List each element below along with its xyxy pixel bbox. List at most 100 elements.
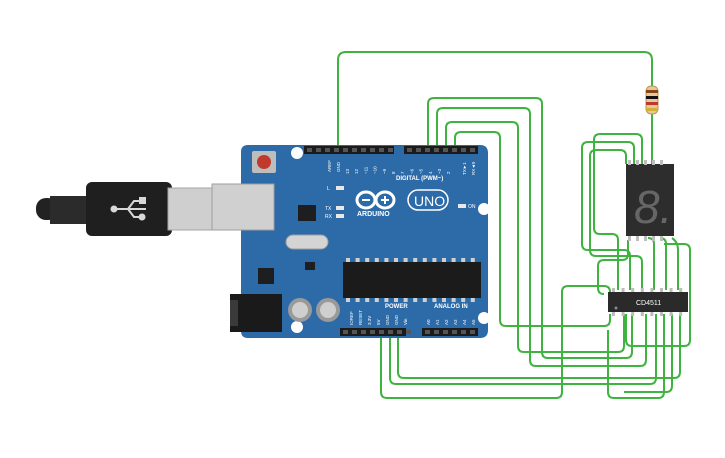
decoder-pin[interactable]: [612, 288, 615, 292]
usb-cable[interactable]: [36, 182, 215, 236]
dc-jack: [230, 294, 282, 332]
pin-label: 12: [354, 168, 359, 174]
header-pin[interactable]: [352, 148, 357, 152]
decoder-pin[interactable]: [650, 288, 654, 292]
header-pin[interactable]: [461, 330, 466, 334]
usb-socket: [211, 183, 275, 231]
header-pin[interactable]: [379, 330, 384, 334]
display-digit: 8.: [634, 181, 672, 233]
decoder-pin[interactable]: [631, 288, 635, 292]
resistor[interactable]: [645, 85, 659, 115]
header-pin[interactable]: [461, 148, 466, 152]
pin-label: 7: [400, 171, 405, 174]
header-pin[interactable]: [388, 330, 393, 334]
seven-segment-display[interactable]: 8.: [626, 160, 674, 241]
header-pin[interactable]: [361, 330, 366, 334]
header-pin[interactable]: [416, 148, 421, 152]
wire-seg-c[interactable]: [589, 149, 643, 290]
header-pin[interactable]: [379, 148, 384, 152]
decoder-pin[interactable]: [640, 288, 644, 292]
header-pin[interactable]: [470, 330, 475, 334]
wire-seg-d[interactable]: [647, 237, 655, 290]
header-pin[interactable]: [352, 330, 357, 334]
atmega-chip: [343, 262, 481, 298]
header-pin[interactable]: [334, 148, 339, 152]
header-pin[interactable]: [425, 330, 430, 334]
arduino-board[interactable]: L TX RX ON ARDUINO UNO DIGITAL (PWM~) PO…: [211, 145, 490, 338]
wire-seg-h[interactable]: [607, 314, 665, 399]
decoder-pin[interactable]: [621, 288, 625, 292]
decoder-pin[interactable]: [679, 312, 683, 316]
wire-gnd-bottom[interactable]: [389, 314, 657, 385]
wire-gnd-resistor[interactable]: [337, 51, 653, 148]
header-pin[interactable]: [434, 148, 439, 152]
decoder-pin[interactable]: [669, 288, 673, 292]
decoder-pin[interactable]: [669, 312, 673, 316]
header-pin[interactable]: [443, 330, 448, 334]
header-pin[interactable]: [343, 330, 348, 334]
pin-label: ~6: [409, 168, 414, 174]
header-pin[interactable]: [388, 148, 393, 152]
pin-label: ~3: [437, 168, 442, 174]
wire-pin2[interactable]: [454, 131, 611, 327]
pin-label: ~5: [419, 168, 424, 174]
header-pin[interactable]: [325, 148, 330, 152]
header-pin[interactable]: [434, 330, 439, 334]
header-pin[interactable]: [425, 148, 430, 152]
decoder-pin[interactable]: [660, 312, 663, 316]
pin-label: 13: [345, 168, 350, 174]
wire-seg-a[interactable]: [593, 133, 643, 290]
pin-label: ~10: [373, 166, 378, 174]
wire-seg-e[interactable]: [659, 237, 667, 290]
header-pin[interactable]: [443, 148, 448, 152]
pin-label: GND: [385, 314, 390, 325]
header-pin[interactable]: [307, 148, 312, 152]
wire-bl[interactable]: [597, 240, 629, 295]
arduino-logo-text: ARDUINO: [357, 211, 390, 218]
wire-seg-f[interactable]: [671, 237, 679, 290]
header-pin[interactable]: [361, 148, 366, 152]
wire-pin4[interactable]: [436, 107, 647, 367]
wire-power-loop[interactable]: [397, 314, 681, 379]
decoder-pin[interactable]: [621, 312, 625, 316]
header-pin[interactable]: [452, 148, 457, 152]
header-pin[interactable]: [370, 148, 375, 152]
gnd-label: GND: [336, 161, 341, 172]
header-pin[interactable]: [452, 330, 457, 334]
pin-label: 5V: [376, 319, 381, 325]
pin-label: RESET: [358, 310, 363, 325]
led-on-label: ON: [468, 204, 476, 210]
header-pin[interactable]: [406, 330, 411, 334]
analog-header: [422, 328, 478, 336]
header-pin[interactable]: [407, 148, 412, 152]
wire-pin3[interactable]: [445, 121, 625, 353]
wire-5v[interactable]: [380, 285, 611, 399]
pin-label: A4: [462, 319, 467, 325]
wire-lt[interactable]: [624, 314, 673, 393]
pin-label: ~11: [363, 166, 368, 174]
header-pin[interactable]: [397, 330, 402, 334]
power-label: POWER: [385, 304, 408, 310]
led-rx-label: RX: [325, 214, 333, 220]
decoder-pin[interactable]: [612, 312, 615, 316]
pin-label: GND: [394, 314, 399, 325]
header-pin[interactable]: [370, 330, 375, 334]
cd4511-decoder[interactable]: CD4511: [608, 288, 688, 316]
wire-seg-g[interactable]: [625, 243, 691, 347]
wire-pin5[interactable]: [427, 97, 633, 359]
decoder-pin[interactable]: [640, 312, 644, 316]
decoder-pin[interactable]: [679, 288, 683, 292]
aref-gnd-header: [304, 146, 394, 154]
decoder-pin[interactable]: [631, 312, 635, 316]
decoder-pin[interactable]: [660, 288, 663, 292]
pin-label: Vin: [403, 318, 408, 325]
header-pin[interactable]: [470, 148, 475, 152]
header-pin[interactable]: [343, 148, 348, 152]
decoder-pin[interactable]: [650, 312, 654, 316]
usb-icon: [110, 197, 146, 221]
header-pin[interactable]: [316, 148, 321, 152]
